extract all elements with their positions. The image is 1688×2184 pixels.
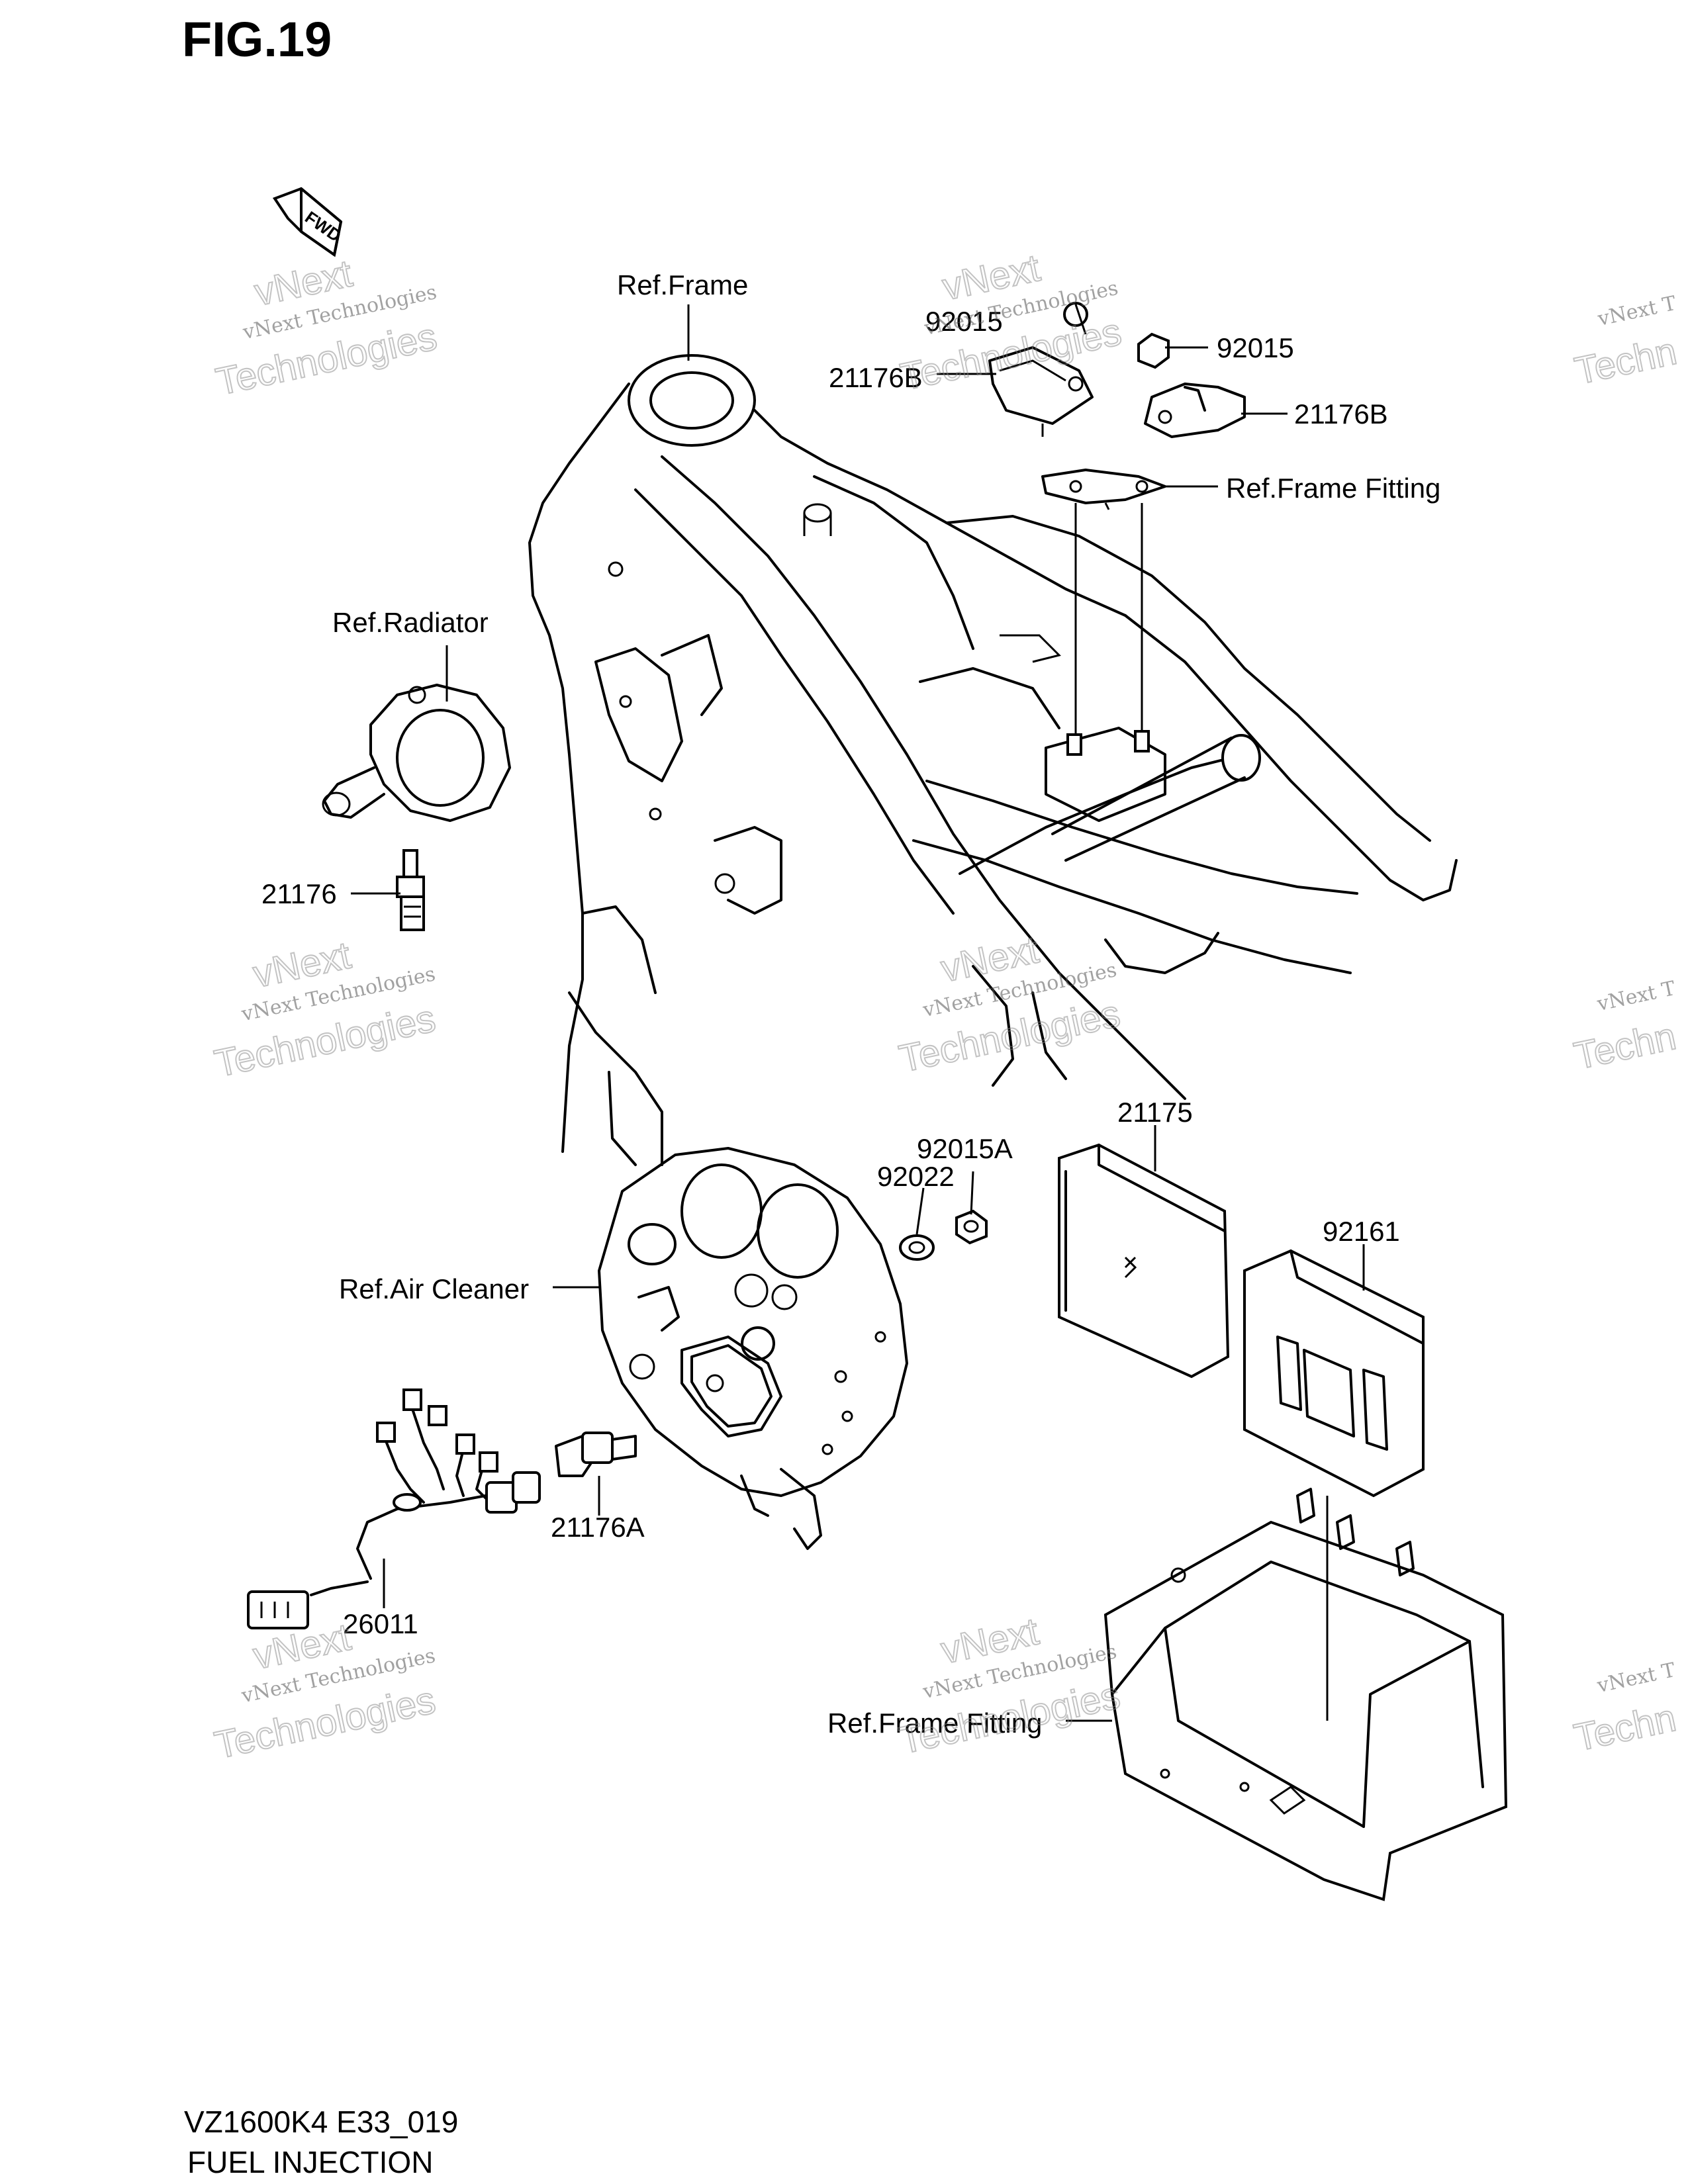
temperature-sensor [396, 849, 425, 931]
sensor-bracket [1041, 469, 1166, 510]
watermark-line: vNext T [1595, 292, 1678, 331]
watermark-line: vNext T [1595, 1659, 1677, 1698]
model-code: VZ1600K4 E33_019 [184, 2105, 458, 2139]
section-title: FUEL INJECTION [187, 2145, 433, 2179]
label-21176A: 21176A [551, 1512, 645, 1543]
label-ref-radiator: Ref.Radiator [332, 607, 489, 638]
label-ref-frame-fitting-bottom: Ref.Frame Fitting [827, 1707, 1042, 1739]
nut-92015A [955, 1209, 988, 1245]
wiring-harness [247, 1388, 541, 1629]
label-92161: 92161 [1323, 1216, 1400, 1247]
map-sensor-right [1137, 332, 1246, 438]
frame-studs [1066, 730, 1150, 756]
label-21176B-right: 21176B [1294, 398, 1388, 430]
washer-92022 [899, 1234, 935, 1261]
ecu-cover [1243, 1249, 1425, 1498]
label-92015-right: 92015 [1217, 332, 1294, 363]
label-ref-frame-fitting-top: Ref.Frame Fitting [1226, 473, 1440, 504]
watermark-technologies: Techn [1570, 1015, 1679, 1078]
figure-title: FIG.19 [182, 12, 332, 67]
label-21176B-left: 21176B [829, 362, 923, 393]
ecu-box [1058, 1143, 1230, 1379]
label-ref-air-cleaner: Ref.Air Cleaner [339, 1273, 529, 1304]
label-26011: 26011 [343, 1608, 418, 1639]
label-92022: 92022 [877, 1161, 955, 1192]
label-92015-left: 92015 [925, 306, 1003, 337]
watermark: vNext vNext Technologies Technologies vN… [211, 246, 1681, 1768]
watermark-line: vNext T [1595, 977, 1677, 1016]
label-92015A: 92015A [917, 1133, 1013, 1164]
radiator-outlet [322, 684, 511, 822]
leader-lines [351, 304, 1365, 1722]
watermark-technologies: Techn [1571, 330, 1680, 393]
frame-drawing [528, 354, 1458, 1166]
fwd-arrow-icon: FWD [272, 187, 345, 257]
watermark-technologies: Techn [1570, 1696, 1679, 1760]
label-21176: 21176 [261, 878, 337, 909]
label-21175: 21175 [1117, 1097, 1193, 1128]
label-ref-frame: Ref.Frame [617, 269, 748, 300]
air-cleaner-plate [598, 1147, 908, 1550]
battery-tray [1103, 1488, 1508, 1901]
intake-air-temp-sensor [555, 1432, 637, 1477]
